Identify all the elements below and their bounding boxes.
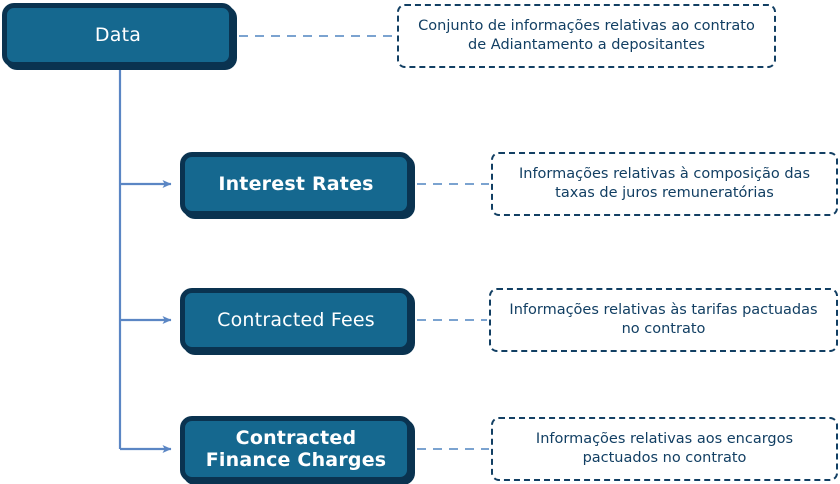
note-interest-rates: Informações relativas à composição das t… bbox=[491, 152, 838, 216]
node-data-label: Data bbox=[94, 23, 142, 46]
node-contracted-finance-charges-label: Contracted Finance Charges bbox=[205, 426, 387, 471]
note-contracted-fees-text: Informações relativas às tarifas pactuad… bbox=[509, 302, 818, 337]
note-interest-rates-text: Informações relativas à composição das t… bbox=[518, 166, 810, 201]
node-data[interactable]: Data bbox=[2, 3, 234, 67]
note-contracted-fees: Informações relativas às tarifas pactuad… bbox=[489, 288, 838, 352]
note-contracted-finance-charges: Informações relativas aos encargos pactu… bbox=[491, 417, 838, 481]
node-interest-rates[interactable]: Interest Rates bbox=[180, 152, 412, 216]
node-contracted-finance-charges[interactable]: Contracted Finance Charges bbox=[180, 416, 412, 482]
note-data: Conjunto de informações relativas ao con… bbox=[397, 4, 776, 68]
note-data-text: Conjunto de informações relativas ao con… bbox=[418, 18, 755, 53]
node-contracted-fees-label: Contracted Fees bbox=[217, 308, 375, 331]
node-contracted-fees[interactable]: Contracted Fees bbox=[180, 288, 412, 352]
note-contracted-finance-charges-text: Informações relativas aos encargos pactu… bbox=[535, 431, 794, 466]
node-interest-rates-label: Interest Rates bbox=[218, 172, 374, 195]
